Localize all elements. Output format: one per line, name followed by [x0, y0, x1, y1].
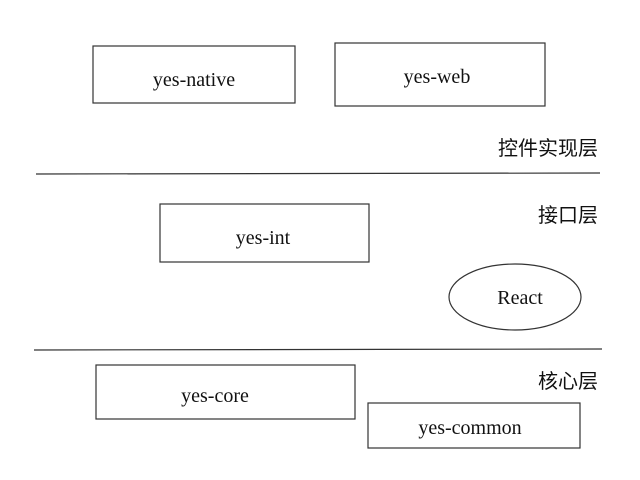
react-ellipse: React [448, 263, 582, 331]
yes-native-label: yes-native [153, 69, 235, 91]
yes-int-box: yes-int [159, 203, 370, 263]
yes-web-label: yes-web [404, 66, 471, 88]
layer-label-interface: 接口层 [538, 203, 598, 227]
react-label: React [497, 287, 543, 309]
yes-common-box: yes-common [367, 402, 581, 449]
yes-core-label: yes-core [181, 385, 249, 407]
yes-web-box: yes-web [334, 42, 546, 107]
divider-lower [33, 348, 603, 351]
divider-upper [35, 172, 601, 175]
layer-label-control-impl: 控件实现层 [498, 136, 598, 160]
yes-native-box: yes-native [92, 45, 296, 104]
yes-common-label: yes-common [418, 417, 521, 439]
yes-int-label: yes-int [236, 227, 291, 249]
yes-core-box: yes-core [95, 364, 356, 420]
layer-label-core: 核心层 [538, 369, 598, 393]
